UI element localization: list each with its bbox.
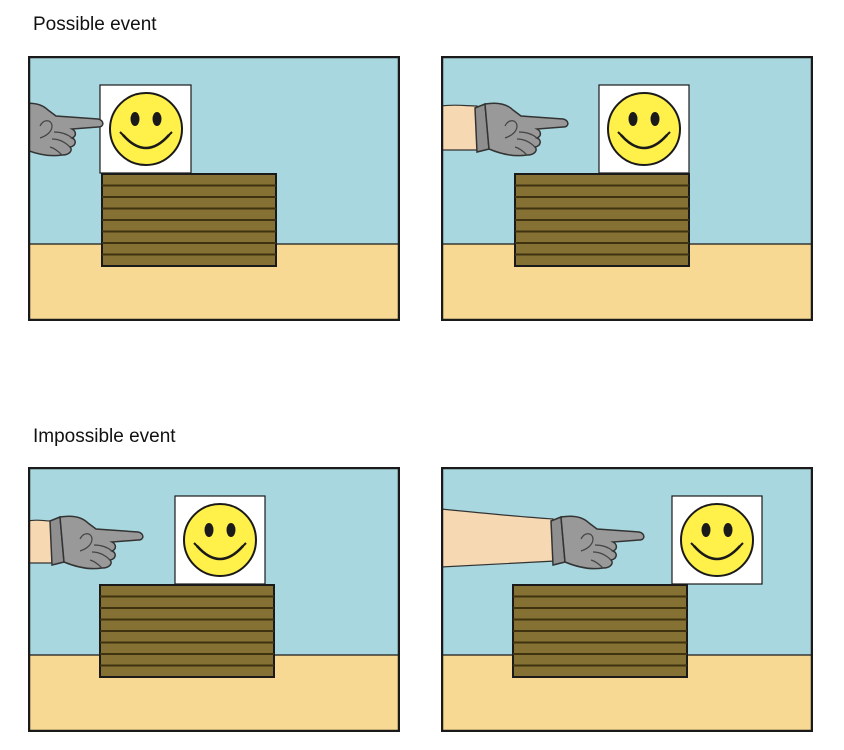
section-title-impossible-event: Impossible event — [33, 426, 176, 447]
section-title-possible-event: Possible event — [33, 14, 157, 35]
arm — [441, 104, 480, 151]
possible-event-panel-1 — [28, 56, 400, 321]
occluder-screen — [101, 173, 277, 267]
smiley-card — [598, 84, 690, 174]
occluder-screen — [99, 584, 275, 678]
impossible-event-panel-2 — [441, 467, 813, 732]
smiley-face-icon — [182, 502, 258, 578]
smiley-card — [99, 84, 192, 174]
arm — [441, 508, 556, 568]
smiley-face-icon — [108, 91, 184, 167]
smiley-card — [671, 495, 763, 585]
impossible-event-panel-1 — [28, 467, 400, 732]
smiley-face-icon — [679, 502, 755, 578]
occluder-screen — [512, 584, 688, 678]
smiley-face-icon — [606, 91, 682, 167]
possible-event-panel-2 — [441, 56, 813, 321]
smiley-card — [174, 495, 266, 585]
occluder-screen — [514, 173, 690, 267]
